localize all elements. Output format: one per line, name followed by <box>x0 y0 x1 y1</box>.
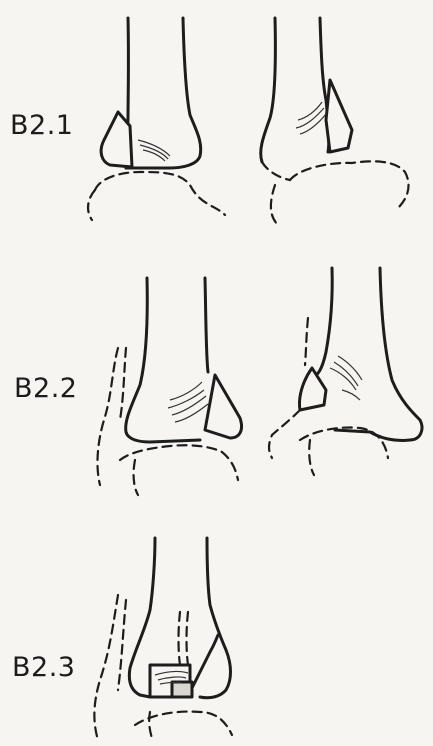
b2-2-left-ankle <box>97 278 241 495</box>
b2-1-right-ankle <box>261 18 409 225</box>
b2-1-left-ankle <box>88 18 225 220</box>
label-b2-1: B2.1 <box>10 110 73 141</box>
label-b2-3: B2.3 <box>12 652 75 683</box>
b2-2-right-ankle <box>269 268 422 475</box>
b2-3-ankle <box>94 538 232 740</box>
label-b2-2: B2.2 <box>14 373 77 404</box>
